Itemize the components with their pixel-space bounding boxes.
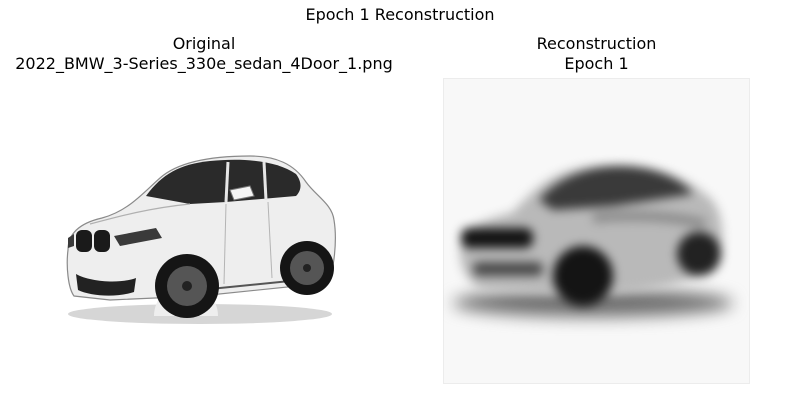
grille-left bbox=[76, 230, 92, 252]
headlight bbox=[114, 228, 162, 246]
car-windows bbox=[146, 159, 301, 204]
door-line-rear bbox=[267, 201, 273, 279]
front-intake bbox=[76, 274, 136, 296]
figure-suptitle: Epoch 1 Reconstruction bbox=[305, 5, 495, 24]
reconstruction-title-line1: Reconstruction bbox=[536, 34, 657, 53]
side-mirror bbox=[229, 185, 255, 201]
recon-grille bbox=[461, 228, 533, 248]
reconstruction-title-epoch: Epoch 1 bbox=[564, 54, 629, 73]
headlight-left bbox=[68, 234, 74, 248]
original-title-filename: 2022_BMW_3-Series_330e_sedan_4Door_1.png bbox=[15, 54, 393, 73]
grille-right bbox=[94, 230, 110, 252]
recon-rear-wheel bbox=[677, 232, 721, 276]
recon-front-wheel bbox=[553, 246, 613, 306]
hood-line bbox=[89, 203, 191, 225]
front-hub bbox=[182, 281, 192, 291]
reconstruction-image bbox=[443, 78, 750, 384]
original-car-illustration bbox=[66, 155, 336, 324]
c-pillar bbox=[262, 161, 268, 201]
original-title-line1: Original bbox=[172, 34, 236, 53]
rear-hub bbox=[303, 264, 311, 272]
reconstructed-car-illustration bbox=[453, 165, 733, 317]
reconstruction-panel-title: Reconstruction Epoch 1 bbox=[443, 34, 750, 74]
recon-body-shade bbox=[592, 211, 707, 229]
original-panel-title: Original 2022_BMW_3-Series_330e_sedan_4D… bbox=[0, 34, 408, 74]
b-pillar bbox=[224, 161, 230, 203]
door-line-front bbox=[223, 203, 227, 285]
original-image bbox=[50, 78, 357, 384]
recon-windows bbox=[539, 165, 693, 210]
recon-bumper bbox=[473, 262, 543, 276]
